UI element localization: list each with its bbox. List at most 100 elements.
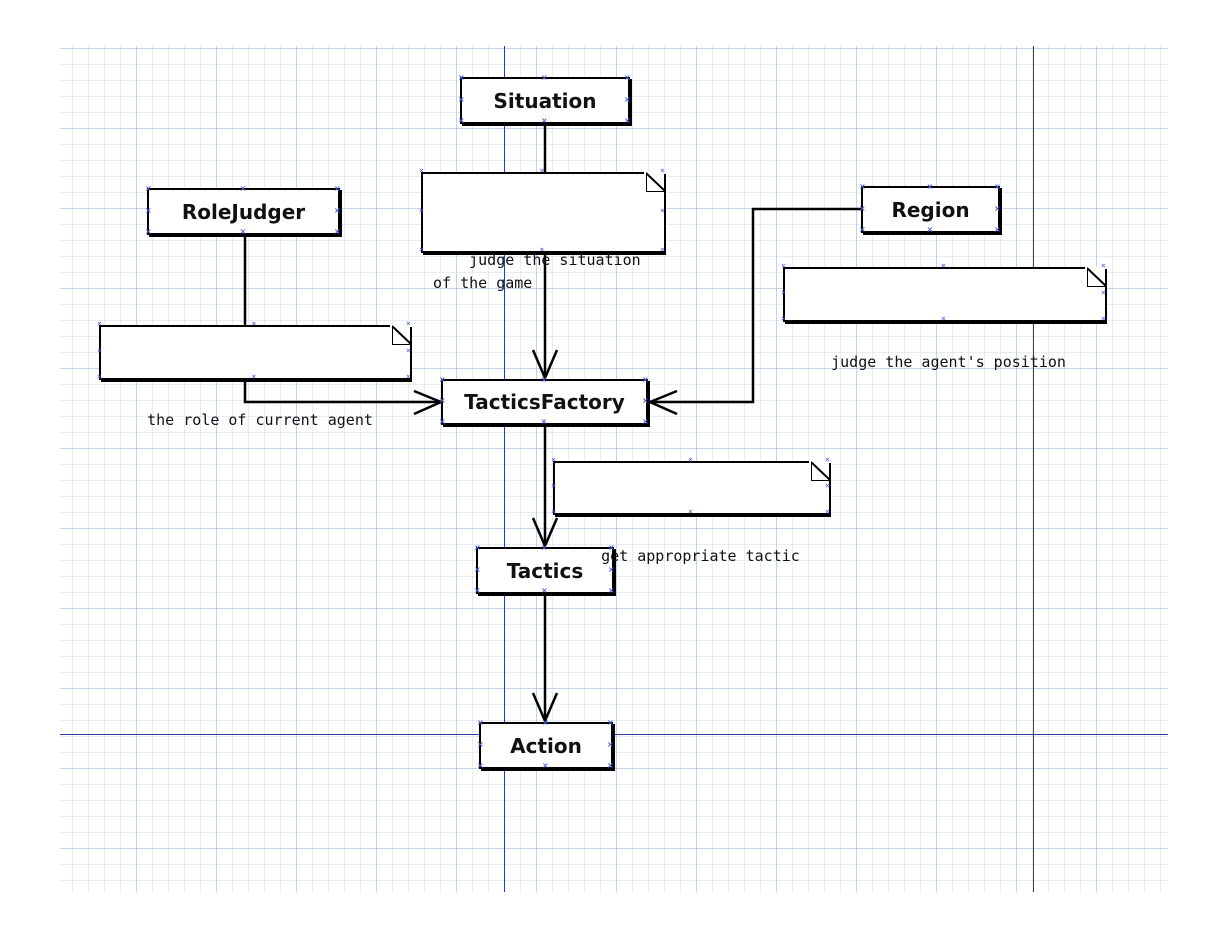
selection-handle[interactable]: × (642, 396, 649, 405)
selection-handle[interactable]: × (251, 372, 257, 381)
selection-handle[interactable]: × (458, 94, 465, 104)
selection-handle[interactable]: × (541, 586, 548, 595)
note-tactic[interactable]: get appropriate tactic ×××××××× (551, 456, 831, 565)
selection-handle[interactable]: × (941, 314, 946, 323)
selection-handle[interactable]: × (688, 507, 693, 516)
class-tactics[interactable]: Tactics × × × × × × × × (474, 543, 615, 595)
selection-handle[interactable]: × (608, 564, 615, 574)
selection-handle[interactable]: × (419, 245, 424, 254)
selection-handle[interactable]: × (97, 345, 102, 355)
note-region[interactable]: judge the agent's position × × × × × × × × (781, 262, 1107, 371)
selection-handle[interactable]: × (145, 227, 152, 236)
selection-handle[interactable]: × (1101, 287, 1106, 297)
class-tactics-label: Tactics (506, 558, 584, 583)
selection-handle[interactable]: × (540, 417, 548, 426)
selection-handle[interactable]: × (542, 761, 549, 770)
selection-handle[interactable]: × (541, 543, 548, 552)
selection-handle[interactable]: × (825, 507, 830, 516)
selection-handle[interactable]: × (439, 417, 446, 426)
selection-handle[interactable]: × (145, 205, 152, 215)
selection-handle[interactable]: × (477, 718, 484, 727)
selection-handle[interactable]: × (539, 245, 545, 254)
selection-handle[interactable]: × (439, 396, 446, 405)
selection-handle[interactable]: × (941, 261, 946, 270)
selection-handle[interactable]: × (477, 761, 484, 770)
selection-handle[interactable]: × (541, 116, 548, 125)
selection-handle[interactable]: × (660, 166, 665, 175)
arrowhead-tactics (531, 517, 559, 550)
selection-handle[interactable]: × (145, 184, 152, 193)
selection-handle[interactable]: × (624, 116, 631, 125)
selection-handle[interactable]: × (439, 375, 446, 384)
note-situation[interactable]: judge the situation of the game ×××××××× (419, 167, 666, 292)
selection-handle[interactable]: × (660, 205, 665, 215)
selection-handle[interactable]: × (781, 261, 786, 270)
edge-role-judger-to-tactics-factory[interactable] (243, 379, 441, 404)
selection-handle[interactable]: × (825, 455, 830, 464)
selection-handle[interactable]: × (239, 184, 247, 193)
selection-handle[interactable]: × (994, 203, 1001, 213)
selection-handle[interactable]: × (474, 543, 481, 552)
selection-handle[interactable]: × (1101, 261, 1106, 270)
selection-handle[interactable]: × (608, 586, 615, 595)
class-tactics-factory[interactable]: TacticsFactory ×××××××× (439, 375, 649, 426)
selection-handle[interactable]: × (660, 245, 665, 254)
selection-handle[interactable]: × (419, 205, 424, 215)
note-fold-corner (1087, 267, 1107, 287)
class-action[interactable]: Action ×××××××× (477, 718, 614, 770)
selection-handle[interactable]: × (97, 319, 102, 328)
selection-handle[interactable]: × (781, 314, 786, 323)
selection-handle[interactable]: × (406, 372, 411, 381)
selection-handle[interactable]: × (251, 319, 257, 328)
edge-region-to-tactics-factory[interactable] (650, 207, 861, 404)
page-break-horizontal (60, 734, 1168, 735)
selection-handle[interactable]: × (97, 372, 102, 381)
selection-handle[interactable]: × (334, 227, 341, 236)
selection-handle[interactable]: × (642, 417, 649, 426)
selection-handle[interactable]: × (458, 116, 465, 125)
selection-handle[interactable]: × (239, 227, 247, 236)
selection-handle[interactable]: × (624, 73, 631, 82)
class-situation[interactable]: Situation × × × × × × × × (458, 73, 631, 125)
selection-handle[interactable]: × (540, 375, 548, 384)
note-region-text: judge the agent's position (831, 353, 1066, 371)
class-region[interactable]: Region ×××××××× (859, 182, 1001, 234)
selection-handle[interactable]: × (541, 73, 548, 82)
selection-handle[interactable]: × (406, 319, 411, 328)
selection-handle[interactable]: × (334, 184, 341, 193)
selection-handle[interactable]: × (607, 739, 614, 749)
selection-handle[interactable]: × (994, 182, 1001, 191)
selection-handle[interactable]: × (542, 718, 549, 727)
selection-handle[interactable]: × (994, 225, 1001, 234)
selection-handle[interactable]: × (334, 205, 341, 215)
selection-handle[interactable]: × (607, 761, 614, 770)
selection-handle[interactable]: × (825, 481, 830, 490)
selection-handle[interactable]: × (474, 564, 481, 574)
selection-handle[interactable]: × (551, 455, 556, 464)
selection-handle[interactable]: × (477, 739, 484, 749)
selection-handle[interactable]: × (859, 203, 866, 213)
selection-handle[interactable]: × (859, 225, 866, 234)
selection-handle[interactable]: × (419, 166, 424, 175)
selection-handle[interactable]: × (624, 94, 631, 104)
selection-handle[interactable]: × (859, 182, 866, 191)
selection-handle[interactable]: × (608, 544, 615, 552)
selection-handle[interactable]: × (551, 481, 556, 490)
selection-handle[interactable]: × (642, 375, 649, 384)
class-situation-label: Situation (493, 88, 597, 113)
note-role[interactable]: the role of current agent ×××××××× (97, 320, 412, 429)
class-role-judger[interactable]: RoleJudger × × × × × × × × (145, 184, 341, 236)
selection-handle[interactable]: × (607, 718, 614, 727)
selection-handle[interactable]: × (551, 507, 556, 516)
class-role-judger-label: RoleJudger (181, 199, 306, 224)
selection-handle[interactable]: × (458, 73, 465, 82)
selection-handle[interactable]: × (539, 166, 545, 175)
selection-handle[interactable]: × (688, 455, 693, 464)
selection-handle[interactable]: × (406, 345, 411, 355)
selection-handle[interactable]: × (926, 225, 934, 234)
selection-handle[interactable]: × (926, 182, 934, 191)
selection-handle[interactable]: × (474, 586, 481, 595)
selection-handle[interactable]: × (781, 287, 786, 297)
selection-handle[interactable]: × (1101, 314, 1106, 323)
